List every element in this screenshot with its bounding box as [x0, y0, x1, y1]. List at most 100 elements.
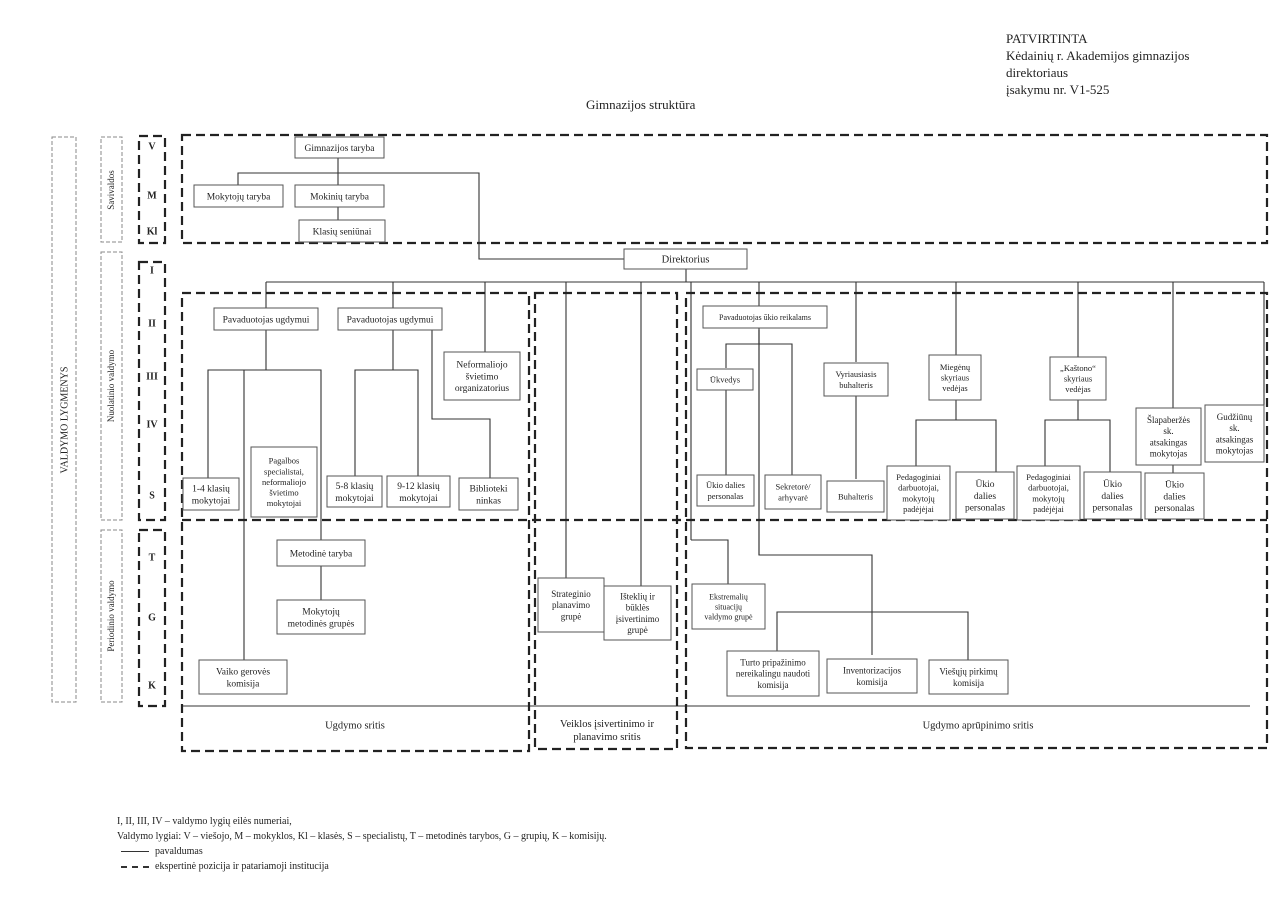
node-label-sekretore: Sekretorė/arhyvarė: [776, 482, 812, 503]
node-label-istekliu-busles-line: būklės: [626, 603, 650, 613]
level-ii: II: [148, 319, 156, 330]
node-label-slapaberzes-line: mokytojas: [1150, 449, 1188, 459]
node-label-pavaduotojas-ugdymui-1: Pavaduotojas ugdymui: [223, 315, 310, 325]
node-label-viesuju-pirkimu-line: komisija: [953, 678, 984, 688]
node-label-sekretore-line: arhyvarė: [778, 492, 808, 502]
connector-line: [355, 369, 419, 476]
level-iii: III: [146, 372, 158, 383]
connector-line: [956, 419, 997, 472]
connector-line: [758, 330, 873, 653]
node-ekstremaliu[interactable]: [691, 583, 766, 630]
node-label-slapaberzes-line: Šlapaberžės: [1147, 415, 1190, 425]
node-kastono-pedagoginiai[interactable]: [1016, 465, 1081, 521]
node-mokytoju-taryba[interactable]: [193, 184, 284, 208]
node-label-slapaberzes-line: atsakingas: [1150, 437, 1188, 447]
node-label-miegenu-pedagoginiai-line: padėjėjai: [903, 504, 934, 514]
node-ukvedys[interactable]: [696, 368, 754, 391]
node-label-ukio-personalas-1-line: Ūkio dalies: [706, 480, 745, 490]
node-label-istekliu-busles-line: grupė: [627, 625, 648, 635]
nuolatinio-label: Nuolatinio valdymo: [106, 349, 116, 422]
node-label-mokiniu-taryba: Mokinių taryba: [310, 192, 370, 202]
node-metodine-taryba[interactable]: [276, 539, 366, 567]
node-miegenu-pedagoginiai[interactable]: [886, 465, 951, 521]
node-label-kastono-pedagoginiai-line: mokytojų: [1032, 493, 1065, 503]
savivaldos-label: Savivaldos: [106, 170, 116, 210]
node-pavaduotojas-ugdymui-2[interactable]: [337, 307, 443, 331]
node-label-miegenu-ukio-line: dalies: [974, 492, 996, 502]
nuolatinio-label-line: Nuolatinio valdymo: [106, 349, 116, 422]
node-kastono-vedejas[interactable]: [1049, 356, 1107, 401]
connector-line: [237, 172, 624, 260]
node-metodines-grupes[interactable]: [276, 599, 366, 635]
node-gimnazijos-taryba[interactable]: [294, 136, 385, 159]
node-label-kastono-ukio-line: dalies: [1101, 492, 1123, 502]
node-pavaduotojas-ukio[interactable]: [702, 305, 828, 329]
connector-line: [1078, 419, 1111, 472]
node-label-ekstremaliu-line: valdymo grupė: [704, 612, 753, 621]
connector-line: [725, 330, 760, 368]
node-neformaliojo-organizatorius[interactable]: [443, 351, 521, 401]
node-slapaberzes[interactable]: [1135, 407, 1202, 466]
node-pavaduotojas-ugdymui-1[interactable]: [213, 307, 319, 331]
node-label-miegenu-pedagoginiai-line: mokytojų: [902, 493, 935, 503]
node-label-pagalbos-specialistai-line: švietimo: [269, 488, 298, 498]
node-istekliu-busles[interactable]: [603, 585, 672, 641]
node-label-miegenu-ukio-line: personalas: [965, 504, 1005, 514]
node-label-bibliotekininkas-line: Biblioteki: [470, 484, 508, 494]
node-label-miegenu-vedejas-line: vedėjas: [942, 383, 968, 393]
node-ukio-personalas-1[interactable]: [696, 474, 755, 507]
node-bibliotekininkas[interactable]: [458, 477, 519, 511]
node-label-pagalbos-specialistai-line: mokytojai: [267, 498, 302, 508]
node-label-kastono-pedagoginiai-line: padėjėjai: [1033, 504, 1064, 514]
node-klasiu-5-8[interactable]: [326, 475, 383, 508]
node-vyr-buhalteris[interactable]: [823, 362, 889, 397]
node-label-viesuju-pirkimu-line: Viešųjų pirkimų: [939, 667, 998, 677]
node-mokiniu-taryba[interactable]: [294, 184, 385, 208]
node-viesuju-pirkimu[interactable]: [928, 659, 1009, 695]
document-title: Gimnazijos struktūra: [586, 97, 696, 112]
node-pagalbos-specialistai[interactable]: [250, 446, 318, 518]
node-miegenu-ukio[interactable]: [955, 471, 1015, 520]
node-slapaberzes-ukio[interactable]: [1144, 472, 1205, 520]
level-m-line: M: [147, 191, 157, 202]
level-m: M: [147, 191, 157, 202]
node-miegenu-vedejas[interactable]: [928, 354, 982, 401]
ugdymo-frame: [180, 291, 531, 753]
node-label-sekretore-line: Sekretorė/: [776, 482, 812, 492]
connector-line: [759, 343, 793, 475]
node-label-miegenu-ukio-line: Ūkio: [976, 478, 995, 490]
level-i: I: [150, 266, 154, 277]
node-strateginio-planavimo[interactable]: [537, 577, 605, 633]
node-label-mokytoju-taryba-line: Mokytojų taryba: [207, 192, 271, 202]
node-sekretore[interactable]: [764, 474, 822, 510]
node-vaiko-geroves[interactable]: [198, 659, 288, 695]
legend-numbers: I, II, III, IV – valdymo lygių eilės num…: [117, 816, 292, 827]
node-klasiu-9-12[interactable]: [386, 475, 451, 508]
node-label-mokytoju-taryba: Mokytojų taryba: [207, 192, 271, 202]
level-t-line: T: [149, 553, 156, 564]
levels-periodic-frame: [137, 528, 167, 708]
node-label-kastono-vedejas-line: vedėjas: [1065, 384, 1091, 394]
node-direktorius[interactable]: [623, 248, 748, 270]
node-buhalteris[interactable]: [826, 480, 885, 513]
node-label-inventorizacijos-line: Inventorizacijos: [843, 666, 901, 676]
area-aprupinimo: Ugdymo aprūpinimo sritis: [923, 721, 1034, 732]
node-gudziunu[interactable]: [1204, 404, 1265, 463]
node-label-pavaduotojas-ugdymui-2-line: Pavaduotojas ugdymui: [347, 315, 434, 325]
node-kastono-ukio[interactable]: [1083, 471, 1142, 520]
node-klasiu-1-4[interactable]: [182, 477, 240, 511]
node-inventorizacijos[interactable]: [826, 658, 918, 694]
node-turto-pripazinimo[interactable]: [726, 650, 820, 697]
node-klasiu-seniunai[interactable]: [298, 219, 386, 243]
node-label-klasiu-seniunai: Klasių seniūnai: [313, 227, 372, 237]
